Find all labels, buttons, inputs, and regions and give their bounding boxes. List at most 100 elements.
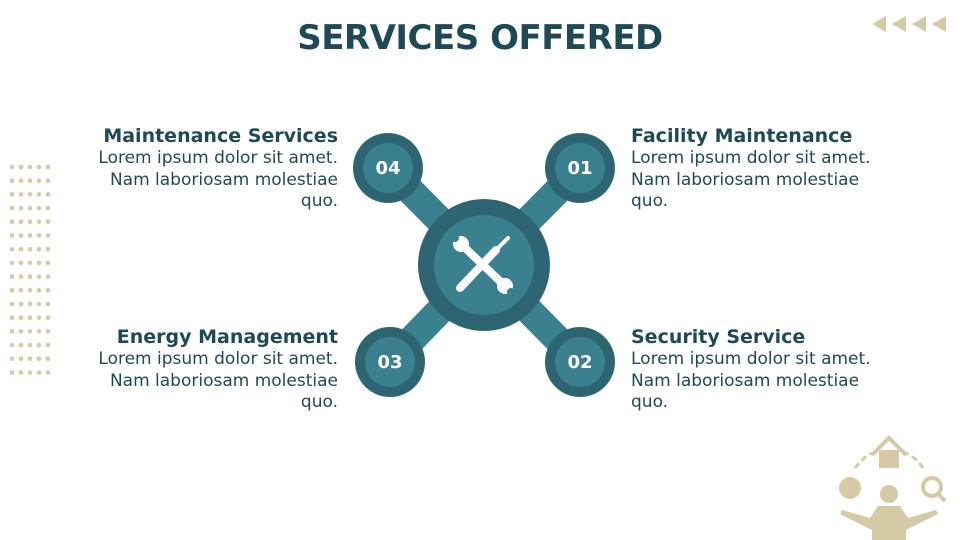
- business-person-icon: [839, 435, 947, 540]
- dot: [36, 301, 42, 307]
- dot: [27, 192, 33, 197]
- node-03: 03: [355, 327, 425, 397]
- dot: [18, 233, 24, 238]
- dot: [27, 274, 33, 279]
- dot: [18, 288, 24, 293]
- service-01: Facility Maintenance Lorem ipsum dolor s…: [631, 124, 891, 213]
- service-03: Energy Management Lorem ipsum dolor sit …: [78, 325, 338, 414]
- dot: [9, 329, 15, 334]
- dot: [27, 315, 33, 321]
- service-description: Lorem ipsum dolor sit amet. Nam laborios…: [631, 148, 871, 211]
- dot: [45, 329, 51, 334]
- dot: [9, 164, 15, 170]
- dot: [18, 342, 24, 348]
- node-04: 04: [353, 133, 423, 203]
- node-number: 02: [567, 352, 592, 373]
- service-description: Lorem ipsum dolor sit amet. Nam laborios…: [631, 349, 871, 412]
- service-02: Security Service Lorem ipsum dolor sit a…: [631, 325, 891, 414]
- dot: [36, 192, 42, 197]
- node-01: 01: [545, 133, 615, 203]
- dot: [36, 342, 42, 348]
- dot: [45, 356, 51, 362]
- node-number: 03: [377, 352, 402, 373]
- dot: [9, 246, 15, 252]
- dot: [27, 301, 33, 307]
- dot: [45, 274, 51, 279]
- dot: [36, 356, 42, 362]
- dot: [45, 192, 51, 197]
- dot: [18, 219, 24, 225]
- dot: [9, 192, 15, 197]
- dot: [18, 315, 24, 321]
- decorative-dot-grid: [9, 164, 51, 375]
- dot: [45, 233, 51, 238]
- dot: [36, 274, 42, 279]
- dot: [9, 356, 15, 362]
- dot: [9, 260, 15, 266]
- node-02: 02: [545, 327, 615, 397]
- service-description: Lorem ipsum dolor sit amet. Nam laborios…: [98, 148, 338, 211]
- dot: [9, 370, 15, 375]
- dot: [36, 315, 42, 321]
- dot: [36, 178, 42, 183]
- dot: [36, 205, 42, 211]
- dot: [36, 164, 42, 170]
- service-description: Lorem ipsum dolor sit amet. Nam laborios…: [98, 349, 338, 412]
- dot: [18, 274, 24, 279]
- dot: [36, 370, 42, 375]
- service-title: Security Service: [631, 326, 806, 348]
- dot: [18, 260, 24, 266]
- dot: [45, 315, 51, 321]
- dot: [45, 301, 51, 307]
- dot: [9, 219, 15, 225]
- service-title: Energy Management: [116, 326, 338, 348]
- decorative-arrows-icon: [872, 16, 946, 32]
- dot: [45, 219, 51, 225]
- dot: [36, 233, 42, 238]
- dot: [18, 246, 24, 252]
- dot: [45, 205, 51, 211]
- dot: [45, 370, 51, 375]
- dot: [27, 356, 33, 362]
- dot: [18, 329, 24, 334]
- dot: [45, 246, 51, 252]
- dot: [18, 205, 24, 211]
- dot: [36, 246, 42, 252]
- dot: [27, 164, 33, 170]
- dot: [18, 192, 24, 197]
- dot: [9, 274, 15, 279]
- dot: [27, 288, 33, 293]
- dot: [9, 342, 15, 348]
- service-04: Maintenance Services Lorem ipsum dolor s…: [78, 124, 338, 213]
- page-title: SERVICES OFFERED: [297, 18, 663, 58]
- dot: [27, 329, 33, 334]
- dot: [36, 329, 42, 334]
- dot: [18, 178, 24, 183]
- dot: [18, 356, 24, 362]
- dot: [45, 288, 51, 293]
- dot: [9, 301, 15, 307]
- dot: [9, 233, 15, 238]
- dot: [27, 342, 33, 348]
- dot: [45, 164, 51, 170]
- service-title: Facility Maintenance: [631, 125, 853, 147]
- dot: [27, 205, 33, 211]
- dot: [45, 178, 51, 183]
- dot: [9, 288, 15, 293]
- dot: [27, 260, 33, 266]
- dot: [27, 233, 33, 238]
- node-number: 01: [567, 158, 592, 179]
- dot: [9, 315, 15, 321]
- dot: [36, 288, 42, 293]
- dot: [9, 205, 15, 211]
- center-hub: [418, 199, 550, 331]
- dot: [45, 260, 51, 266]
- dot: [36, 219, 42, 225]
- dot: [18, 301, 24, 307]
- dot: [9, 178, 15, 183]
- dot: [27, 178, 33, 183]
- node-number: 04: [375, 158, 400, 179]
- service-title: Maintenance Services: [103, 125, 338, 147]
- wrench-screwdriver-icon: [451, 234, 515, 296]
